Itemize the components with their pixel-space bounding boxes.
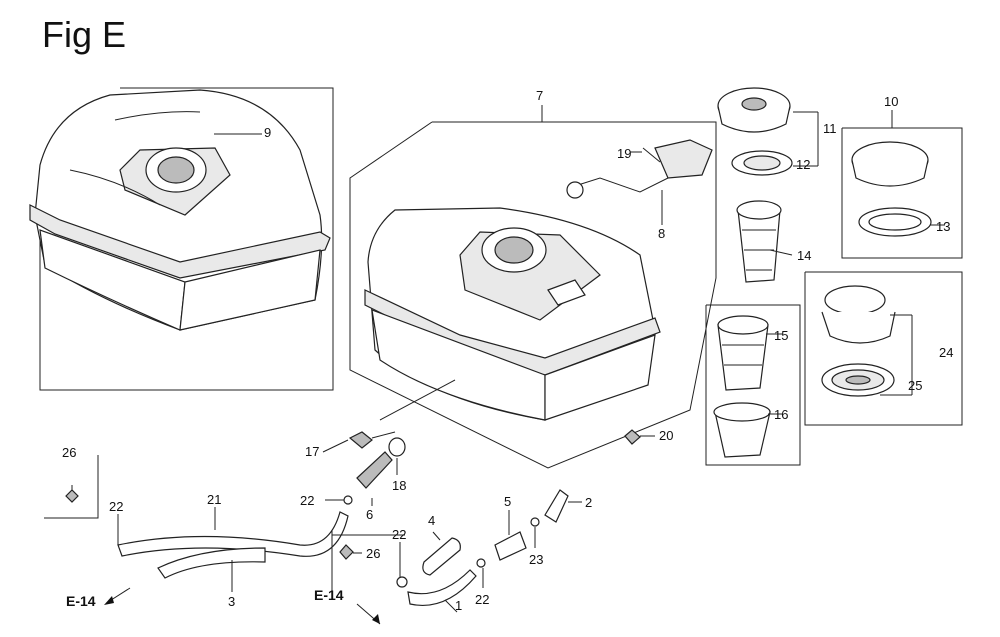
hardware-illustrations [322,429,655,475]
callout-22-c: 22 [392,527,406,542]
callout-2: 2 [585,495,592,510]
callout-7: 7 [536,88,543,103]
callout-19: 19 [617,146,631,161]
callout-9: 9 [264,125,271,140]
fuel-tank-left-illustration [29,87,334,391]
callout-22-a: 22 [300,493,314,508]
callout-23: 23 [529,552,543,567]
callout-14: 14 [797,248,811,263]
fuel-gauge-illustration [566,139,713,225]
callout-22-d: 22 [475,592,489,607]
reference-arrows [104,587,381,625]
cap-strainer-illustrations [717,87,819,283]
callout-21: 21 [207,492,221,507]
strainer-box-15-16 [705,304,801,466]
callout-12: 12 [796,157,810,172]
cap-kit-box-10-13 [841,110,963,259]
callout-16: 16 [774,407,788,422]
fuel-line-illustrations [44,451,405,592]
callout-10: 10 [884,94,898,109]
callout-26-a: 26 [62,445,76,460]
callout-13: 13 [936,219,950,234]
callout-8: 8 [658,226,665,241]
fuel-tank-center-illustration [349,105,717,469]
ref-label-center: E-14 [314,587,344,603]
callout-22-b: 22 [109,499,123,514]
ref-label-left: E-14 [66,593,96,609]
cap-kit-box-24-25 [804,271,963,426]
callout-18: 18 [392,478,406,493]
callout-24: 24 [939,345,953,360]
callout-25: 25 [908,378,922,393]
callout-15: 15 [774,328,788,343]
callout-26-b: 26 [366,546,380,561]
callout-5: 5 [504,494,511,509]
callout-17: 17 [305,444,319,459]
callout-4: 4 [428,513,435,528]
callout-11: 11 [823,121,837,136]
callout-3: 3 [228,594,235,609]
callout-6: 6 [366,507,373,522]
callout-20: 20 [659,428,673,443]
figure-title: Fig E [42,14,127,55]
callout-1: 1 [455,598,462,613]
callouts: 9 7 19 8 11 12 14 10 13 24 25 15 16 20 1… [62,88,953,613]
filter-hose-illustrations [396,489,582,613]
